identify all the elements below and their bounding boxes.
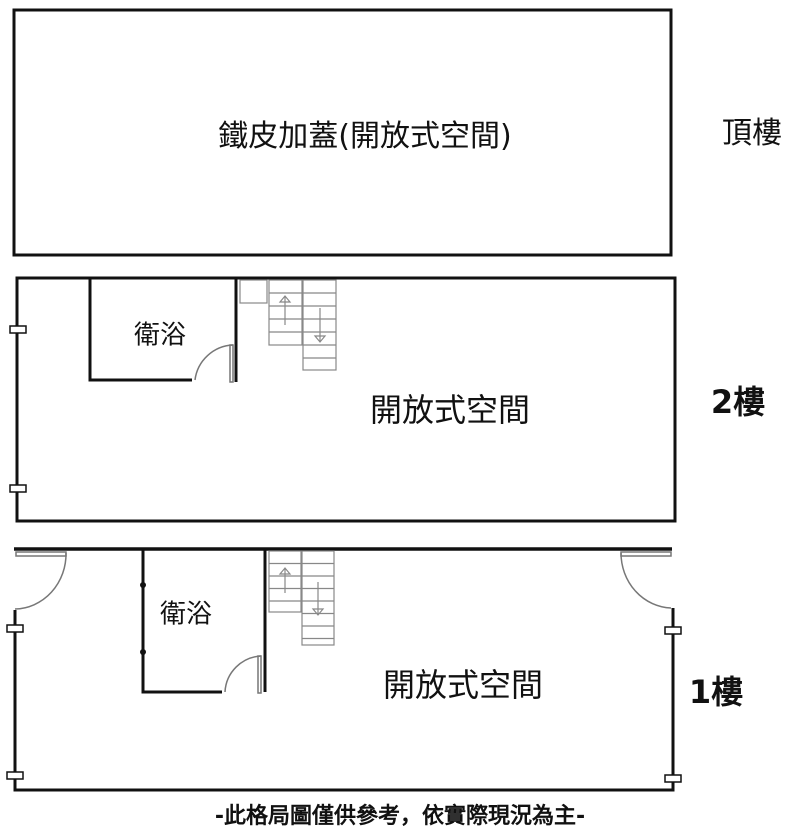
door-leaf <box>15 551 67 557</box>
door-swing-icon <box>620 552 672 609</box>
disclaimer-caption: -此格局圖僅供參考，依實際現況為主- <box>214 804 586 829</box>
stair-flight <box>268 550 302 613</box>
roof-outline <box>12 8 673 257</box>
window-icon <box>6 624 24 633</box>
arrow-down-icon <box>311 608 325 616</box>
first-room-label: 開放式空間 <box>382 666 544 704</box>
second-room-label: 開放式空間 <box>369 391 531 429</box>
arrow-up-icon <box>278 295 292 303</box>
window-icon <box>664 774 682 783</box>
stair-landing <box>239 279 268 304</box>
window-icon <box>6 771 24 780</box>
window-icon <box>9 325 27 334</box>
arrow-up-icon <box>278 567 292 575</box>
first-floor-label: 1樓 <box>688 673 744 711</box>
first-bathroom-label: 衛浴 <box>159 599 213 630</box>
door-swing-icon <box>14 552 67 610</box>
door-swing-icon <box>224 655 262 693</box>
roof-floor-label: 頂樓 <box>722 116 782 151</box>
stair-flight <box>301 550 335 646</box>
arrow-down-icon <box>313 335 327 343</box>
second-floor-outline <box>15 276 677 523</box>
door-leaf <box>257 655 262 694</box>
stair-flight <box>302 279 337 371</box>
second-floor-label: 2樓 <box>710 383 766 421</box>
second-bathroom-wall <box>88 278 192 382</box>
stairs <box>239 279 337 646</box>
door-leaf <box>229 344 234 383</box>
door-leaf <box>620 551 672 557</box>
second-bathroom-label: 衛浴 <box>133 320 187 351</box>
stair-flight <box>268 279 303 346</box>
roof-room-label: 鐵皮加蓋(開放式空間) <box>218 119 512 154</box>
door-swing-icon <box>194 344 234 381</box>
first-bathroom-wall <box>141 549 222 694</box>
window-icon <box>664 626 682 635</box>
window-icon <box>9 484 27 493</box>
first-floor-outline <box>13 608 675 792</box>
